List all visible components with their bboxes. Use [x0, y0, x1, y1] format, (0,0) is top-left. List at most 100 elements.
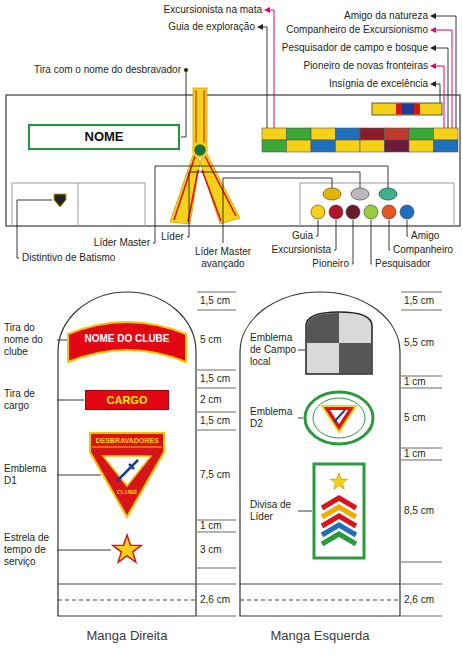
- chevron: [322, 534, 356, 544]
- dimension-anchor: 1,5 cm: [200, 415, 230, 427]
- callout-label: Estrela de tempo de serviço: [4, 532, 56, 568]
- callout-anchor: Companheiro: [393, 244, 453, 256]
- callout-label: Tira do nome do clube: [4, 322, 56, 358]
- arrowhead: [264, 7, 270, 13]
- callout-label: Emblema de Campo local: [250, 332, 298, 368]
- leader-line: [389, 220, 390, 250]
- insignia-square: [336, 128, 361, 140]
- name-strip: NOME: [28, 124, 180, 150]
- excellence-stripe: [396, 104, 402, 115]
- arrowhead: [430, 45, 436, 51]
- arrowhead: [257, 24, 263, 30]
- leader-line: [334, 220, 336, 250]
- excellence-bar: [372, 103, 442, 115]
- chevron-star: [330, 473, 347, 489]
- leader-line: [436, 66, 444, 128]
- excellence-stripe: [402, 104, 414, 115]
- insignia-square: [262, 128, 287, 140]
- insignia-square: [385, 128, 410, 140]
- emblem-d2-globe: [313, 398, 365, 438]
- callout-anchor: Pioneiro: [312, 258, 349, 270]
- insignia-square: [287, 128, 312, 140]
- dimension-label: 5 cm: [200, 334, 222, 346]
- local-field-quarter: [339, 343, 371, 373]
- shield-divider: [92, 447, 162, 448]
- callout-label: Divisa de Líder: [250, 499, 298, 523]
- leader-line: [436, 16, 456, 128]
- insignia-square: [409, 140, 434, 152]
- callout-label: Companheiro de Excursionismo: [286, 24, 428, 36]
- right-sleeve: Manga DireitaNOME DO CLUBECARGODESBRAVAD…: [58, 292, 196, 616]
- insignia-square: [287, 140, 312, 152]
- callout-anchor: Companheiro de Excursionismo: [286, 24, 428, 36]
- dimension-label: 5 cm: [404, 412, 426, 424]
- shield-triangle: [103, 456, 151, 486]
- callout-anchor: Tira de cargo: [4, 388, 56, 412]
- dimension-anchor: 3 cm: [200, 544, 222, 556]
- callout-label: Amigo: [411, 230, 439, 242]
- leader-line: [352, 220, 353, 264]
- node-text: CLUBE: [89, 489, 165, 496]
- leader-line: [223, 178, 332, 243]
- scarf-ring: [193, 143, 207, 157]
- callout-label: Excursionista: [272, 244, 331, 256]
- club-name-band: NOME DO CLUBE: [68, 316, 186, 364]
- dimension-anchor: 1,5 cm: [200, 373, 230, 385]
- insignia-square: [360, 140, 385, 152]
- callout-label: Amigo da natureza: [344, 10, 428, 22]
- dimension-anchor: 1,5 cm: [404, 295, 434, 307]
- callout-anchor: Tira do nome do clube: [4, 322, 56, 358]
- dimension-ticks: [401, 292, 442, 616]
- excellence-stripe: [414, 104, 420, 115]
- shield-sword: [117, 460, 138, 481]
- callout-label: Pioneiro de novas fronteiras: [303, 60, 428, 72]
- emblem-d1-shape: [89, 432, 165, 518]
- node-text: CARGO: [107, 394, 148, 407]
- dimension-label: 1 cm: [404, 376, 426, 388]
- emblem-d1: DESBRAVADORESCLUBE: [89, 432, 165, 518]
- leader-line: [263, 27, 267, 128]
- cuff-line: [58, 584, 400, 585]
- baptism-badge: [54, 194, 66, 207]
- arrowhead: [430, 27, 436, 33]
- callout-label: Líder: [161, 231, 184, 243]
- callout-anchor: Guia: [292, 230, 313, 242]
- dimension-anchor: 1 cm: [404, 376, 426, 388]
- insignia-square: [409, 128, 434, 140]
- callout-anchor: Pioneiro de novas fronteiras: [303, 60, 428, 72]
- insignia-square: [434, 140, 459, 152]
- callout-anchor: Estrela de tempo de serviço: [4, 532, 56, 568]
- leader-badge: [379, 188, 397, 200]
- leader-line: [436, 84, 440, 103]
- callout-anchor: Divisa de Líder: [250, 499, 298, 523]
- callout-label: Pesquisador de campo e bosque: [282, 42, 428, 54]
- leader-line: [298, 511, 312, 512]
- leader-badge: [323, 188, 341, 200]
- callout-label: Tira de cargo: [4, 388, 56, 412]
- emblem-d2: [305, 392, 373, 444]
- leader-line: [316, 220, 318, 236]
- callout-anchor: Líder: [161, 231, 184, 243]
- callout-anchor: Emblema D2: [250, 406, 298, 430]
- dimension-label: 1,5 cm: [200, 373, 230, 385]
- callout-label: Companheiro: [393, 244, 453, 256]
- leader-line: [407, 220, 408, 236]
- callout-label: Distintivo de Batismo: [22, 252, 115, 264]
- class-pin: [329, 205, 343, 219]
- emblem-d2-sword: [334, 410, 345, 422]
- dimension-ticks: [197, 292, 236, 616]
- arrowhead: [430, 81, 436, 87]
- dimension-anchor: 1 cm: [404, 448, 426, 460]
- dimension-label: 1,5 cm: [200, 415, 230, 427]
- callout-anchor: Distintivo de Batismo: [22, 252, 115, 264]
- local-field-quarter: [307, 313, 339, 343]
- callout-label: Emblema D1: [4, 463, 56, 487]
- leader-line: [436, 48, 448, 128]
- callout-anchor: Pesquisador de campo e bosque: [282, 42, 428, 54]
- emblem-d2-triangle: [322, 406, 356, 432]
- callout-anchor: Pesquisador: [375, 258, 431, 270]
- callout-label: Emblema D2: [250, 406, 298, 430]
- leader-line: [57, 475, 101, 476]
- dimension-label: 2,6 cm: [200, 594, 230, 606]
